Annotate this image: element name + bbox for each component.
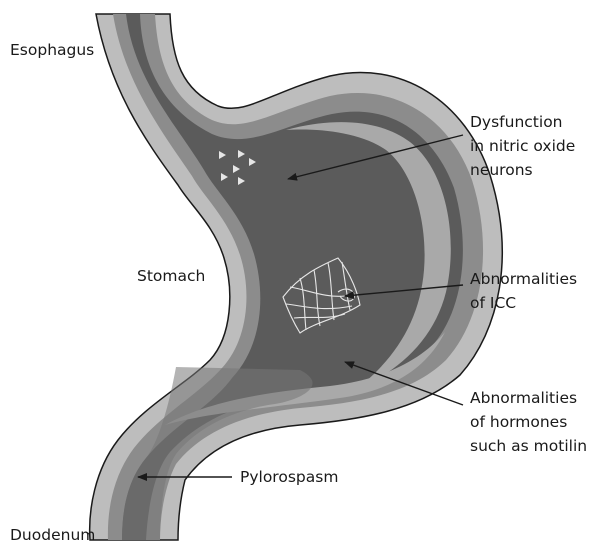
label-icc-line1: Abnormalities xyxy=(470,270,577,288)
pyloric-region xyxy=(122,367,313,540)
label-icc-line2: of ICC xyxy=(470,294,516,312)
label-nitric-oxide-line3: neurons xyxy=(470,161,533,179)
label-hormones-line2: of hormones xyxy=(470,413,567,431)
label-stomach: Stomach xyxy=(137,267,205,285)
label-pylorospasm: Pylorospasm xyxy=(240,468,338,486)
label-hormones-line1: Abnormalities xyxy=(470,389,577,407)
label-nitric-oxide-line2: in nitric oxide xyxy=(470,137,575,155)
label-nitric-oxide-line1: Dysfunction xyxy=(470,113,563,131)
label-esophagus: Esophagus xyxy=(10,41,94,59)
label-hormones-line3: such as motilin xyxy=(470,437,587,455)
label-duodenum: Duodenum xyxy=(10,526,95,544)
